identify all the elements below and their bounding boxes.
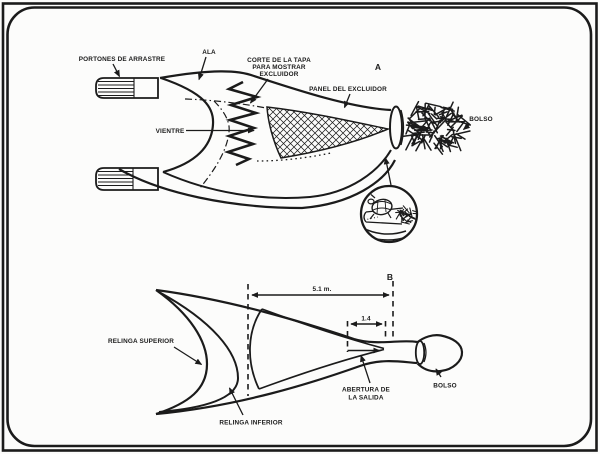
leader-excluder-panel bbox=[343, 93, 351, 109]
codend-ring-inner bbox=[400, 109, 405, 146]
funnel-bottom-line bbox=[258, 348, 385, 390]
label-belly: VIENTRE bbox=[156, 128, 185, 135]
label-headrope: RELINGA SUPERIOR bbox=[108, 338, 174, 345]
headrope-curve bbox=[155, 289, 209, 416]
funnel-top-line bbox=[261, 308, 385, 350]
trawl-door-upper bbox=[95, 77, 159, 99]
top-view-leaders bbox=[112, 56, 471, 134]
net-mouth-curve bbox=[160, 76, 215, 174]
label-footrope: RELINGA INFERIOR bbox=[219, 420, 282, 427]
label-excluder-panel: PANEL DEL EXCLUIDOR bbox=[309, 86, 387, 93]
leader-headrope bbox=[173, 346, 203, 366]
excluder-panel-hatch bbox=[266, 106, 391, 159]
leader-trawl-doors bbox=[112, 63, 121, 78]
label-marker-b: B bbox=[387, 272, 393, 282]
codend-ring-plan bbox=[414, 340, 426, 365]
hidden-mouth-edge bbox=[199, 100, 230, 189]
label-exit-opening-line1: ABERTURA DE bbox=[342, 387, 391, 394]
bottom-view-labels: 5.1 m. 1.4 B RELINGA SUPERIOR RELINGA IN… bbox=[108, 272, 457, 427]
leader-footrope bbox=[228, 387, 244, 416]
codend-ring bbox=[389, 105, 403, 150]
leader-codend-top bbox=[462, 123, 471, 131]
label-exit-length: 1.4 bbox=[361, 316, 371, 323]
plan-bottom-edge bbox=[155, 360, 418, 416]
net-bottom-edge-outer bbox=[118, 159, 396, 210]
inner-rounded-border bbox=[6, 6, 593, 448]
leader-exit-opening bbox=[360, 354, 371, 384]
detail-dotted-seam bbox=[363, 216, 379, 221]
bottom-net-outline bbox=[155, 288, 464, 416]
footrope-curve bbox=[158, 291, 240, 413]
label-cut-note-line1: CORTE DE LA TAPA bbox=[247, 57, 311, 64]
label-exit-opening-line2: LA SALIDA bbox=[348, 395, 383, 402]
bottom-view-leaders bbox=[173, 346, 442, 416]
measurement-guides bbox=[247, 281, 394, 396]
top-view-labels: PORTONES DE ARRASTRE ALA CORTE DE LA TAP… bbox=[79, 49, 493, 135]
label-cut-note-line3: EXCLUIDOR bbox=[260, 71, 299, 78]
leader-wing bbox=[197, 56, 207, 81]
codend-ring-plan-inner bbox=[423, 342, 427, 363]
turtle-escape-detail bbox=[362, 194, 416, 241]
net-top-edge bbox=[159, 70, 392, 112]
bottom-view-diagram: 5.1 m. 1.4 B RELINGA SUPERIOR RELINGA IN… bbox=[108, 272, 464, 427]
codend-bulb bbox=[416, 334, 464, 373]
label-marker-a: A bbox=[375, 62, 381, 72]
label-cut-note-line2: PARA MOSTRAR bbox=[252, 64, 306, 71]
zigzag-cut-line bbox=[223, 80, 262, 167]
codend-mesh-texture bbox=[402, 100, 471, 155]
detail-circle bbox=[359, 157, 419, 244]
dotted-hidden-seam bbox=[256, 152, 332, 162]
hidden-centerline bbox=[184, 98, 267, 109]
excluder-panel bbox=[266, 106, 391, 159]
leader-cut-note bbox=[249, 78, 269, 104]
label-overall-length: 5.1 m. bbox=[312, 286, 331, 293]
turtle-icon bbox=[367, 194, 393, 220]
detail-codend-texture bbox=[395, 205, 416, 225]
net-bottom-edge-inner bbox=[162, 149, 392, 199]
label-codend-top: BOLSO bbox=[469, 116, 492, 123]
label-wing: ALA bbox=[202, 49, 216, 56]
top-view-diagram: PORTONES DE ARRASTRE ALA CORTE DE LA TAP… bbox=[79, 49, 493, 244]
funnel-mouth-arc bbox=[249, 308, 263, 390]
label-codend-bottom: BOLSO bbox=[433, 383, 456, 390]
trawl-door-lower bbox=[95, 167, 159, 191]
net-body-outline bbox=[118, 70, 396, 210]
label-trawl-doors: PORTONES DE ARRASTRE bbox=[79, 56, 166, 63]
codend-assembly bbox=[389, 100, 471, 155]
plan-top-edge bbox=[155, 288, 418, 344]
detail-leader-arrow bbox=[383, 157, 392, 186]
leader-codend-bottom bbox=[435, 368, 442, 378]
